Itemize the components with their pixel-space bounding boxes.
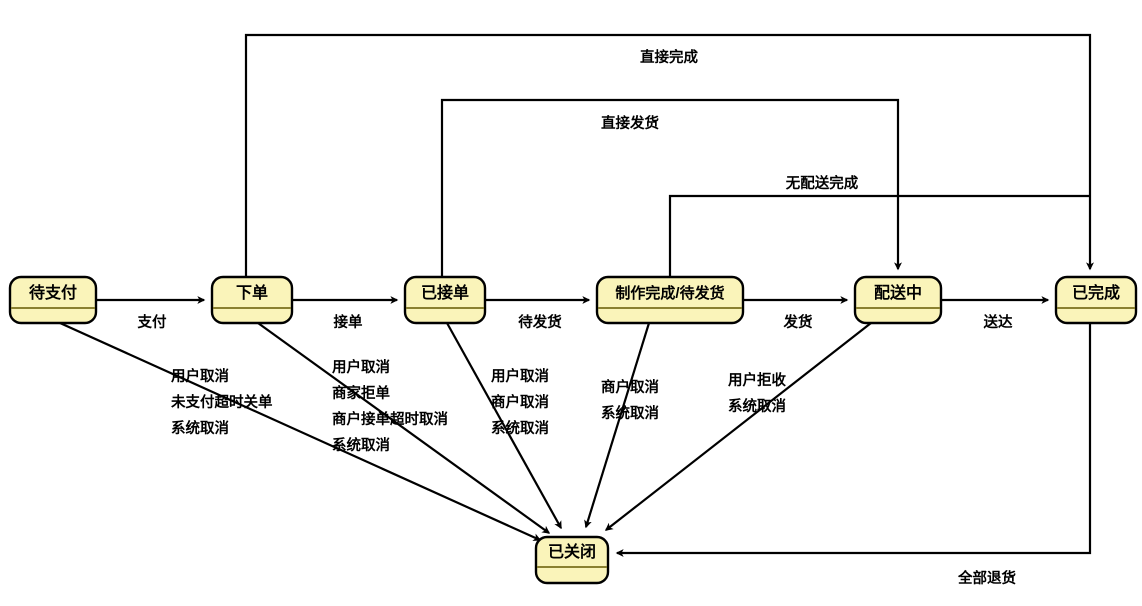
cancel-reason: 商户接单超时取消 [332,410,448,428]
cancel-reason: 系统取消 [728,397,786,415]
cancel-transitions [59,321,872,542]
cancel-reason: 系统取消 [491,419,549,437]
routed-transitions: 直接完成 直接发货 无配送完成 全部退货 [244,33,1094,587]
transition-pay[interactable]: 支付 [96,296,206,331]
cancel-label-group-delivering: 用户拒收 系统取消 [728,371,786,415]
transition-no-delivery-path [668,194,1090,277]
transition-full-refund-path [615,323,1092,557]
cancel-label-group-made: 商户取消 系统取消 [601,378,659,422]
main-transitions: 支付 接单 待发货 发货 送达 [96,296,1050,331]
cancel-reason: 用户取消 [491,367,549,385]
state-node-closed-label: 已关闭 [548,542,596,561]
transition-direct-ship-label: 直接发货 [601,114,659,132]
state-node-accepted-box [403,275,487,325]
state-node-ordered[interactable]: 下单 [210,275,294,325]
state-node-completed[interactable]: 已完成 [1054,275,1138,325]
transition-arrive[interactable]: 送达 [941,296,1050,331]
transition-accept[interactable]: 接单 [292,296,399,331]
cancel-reason: 商家拒单 [332,384,390,402]
state-node-pending-payment-box [8,275,98,325]
cancel-transition-labels: 用户取消 未支付超时关单 系统取消 用户取消 商家拒单 商户接单超时取消 系统取… [170,358,786,454]
transition-direct-complete-path [244,33,1094,277]
state-node-completed-label: 已完成 [1072,283,1120,302]
state-node-ordered-box [210,275,294,325]
state-node-pending-payment-label: 待支付 [29,283,77,302]
cancel-reason: 用户取消 [332,358,390,376]
state-node-delivering[interactable]: 配送中 [853,275,943,325]
state-node-closed[interactable]: 已关闭 [534,535,610,585]
transition-cancel-from-pending-payment[interactable] [59,321,542,542]
transition-no-delivery[interactable]: 无配送完成 [668,174,1090,277]
state-node-delivering-box [853,275,943,325]
state-node-closed-box [534,535,610,585]
cancel-reason: 商户取消 [601,378,659,396]
transition-direct-ship-path [440,98,902,277]
state-node-made-label: 制作完成/待发货 [615,284,724,302]
cancel-reason: 系统取消 [332,436,390,454]
transition-cancel-from-ordered[interactable] [257,322,551,534]
state-node-ordered-label: 下单 [236,283,268,302]
state-node-delivering-label: 配送中 [874,283,922,302]
transition-direct-ship[interactable]: 直接发货 [440,98,902,277]
cancel-reason: 系统取消 [171,419,229,437]
transition-ship-label: 发货 [783,313,813,331]
cancel-reason: 未支付超时关单 [170,393,273,411]
transition-cancel-from-made[interactable] [584,322,651,529]
transition-accept-label: 接单 [334,313,363,331]
state-node-accepted[interactable]: 已接单 [403,275,487,325]
transition-cancel-from-delivering[interactable] [604,322,872,531]
cancel-reason: 商户取消 [491,393,549,411]
state-node-accepted-label: 已接单 [421,283,469,302]
cancel-reason: 用户取消 [171,367,229,385]
transition-full-refund[interactable]: 全部退货 [615,323,1092,587]
cancel-label-group-accepted: 用户取消 商户取消 系统取消 [491,367,549,437]
cancel-label-group-ordered: 用户取消 商家拒单 商户接单超时取消 系统取消 [332,358,448,454]
state-node-made[interactable]: 制作完成/待发货 [595,275,745,325]
transition-ship[interactable]: 发货 [743,296,849,331]
transition-direct-complete[interactable]: 直接完成 [244,33,1094,277]
state-node-completed-box [1054,275,1138,325]
transition-cancel-from-accepted[interactable] [446,322,562,530]
state-node-pending-payment[interactable]: 待支付 [8,275,98,325]
cancel-reason: 系统取消 [601,404,659,422]
state-node-made-box [595,275,745,325]
state-nodes: 待支付 下单 已接单 制作完成/待发货 配送中 [8,275,1138,585]
transition-pay-label: 支付 [138,313,167,331]
cancel-label-group-pending-payment: 用户取消 未支付超时关单 系统取消 [170,367,273,437]
transition-to-ship-label: 待发货 [518,313,562,331]
transition-arrive-label: 送达 [983,313,1013,331]
transition-full-refund-label: 全部退货 [957,569,1016,587]
cancel-reason: 用户拒收 [728,371,786,389]
transition-to-ship[interactable]: 待发货 [485,296,591,331]
transition-no-delivery-label: 无配送完成 [786,174,859,192]
transition-direct-complete-label: 直接完成 [640,48,698,66]
